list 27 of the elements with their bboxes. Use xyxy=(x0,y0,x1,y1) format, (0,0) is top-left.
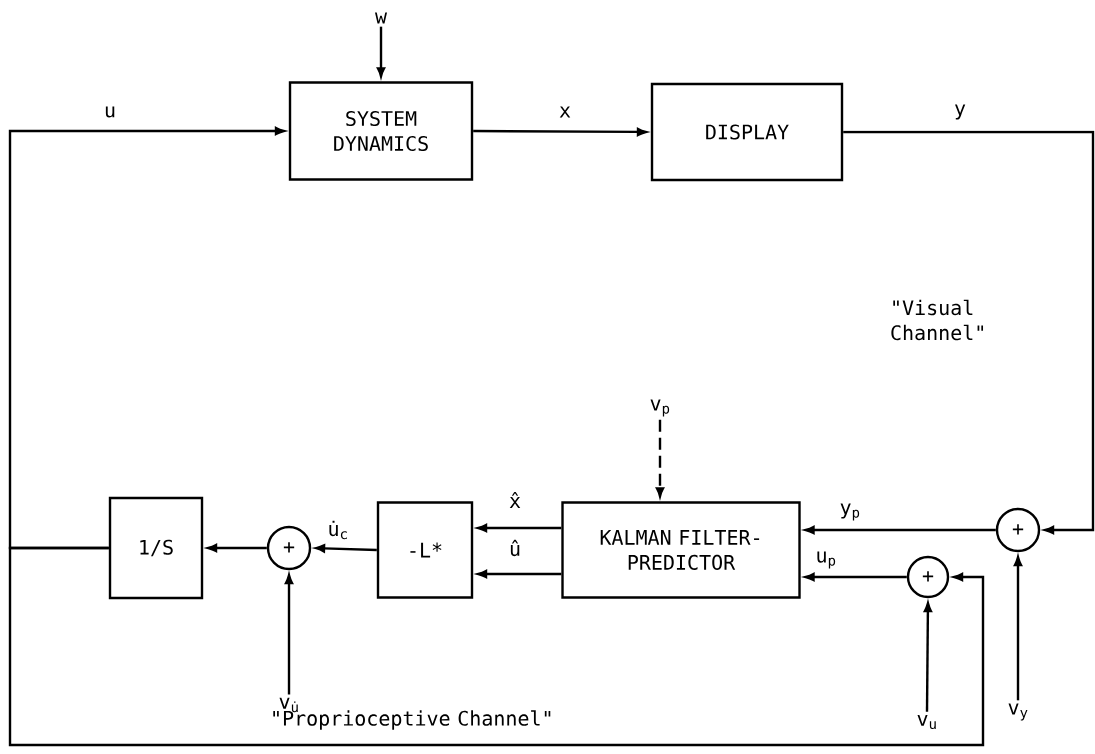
edge-label: x xyxy=(558,105,573,119)
input-signal: w xyxy=(375,12,388,24)
arrow xyxy=(804,572,907,582)
summing-junction: + xyxy=(266,525,312,571)
summing-junction: + xyxy=(906,555,950,599)
block-box: -L* xyxy=(376,501,474,599)
edge-label: x̂ xyxy=(508,491,523,509)
input-signal: v$_{p}$ xyxy=(650,399,670,417)
edge-label: y$_{p}$ xyxy=(838,502,862,522)
edge-label: û xyxy=(508,538,523,558)
edge-label: y xyxy=(953,103,968,121)
input-signal: v$_{y}$ xyxy=(1008,703,1028,721)
block-box: DISPLAY xyxy=(650,82,844,182)
edge-label: u$_{p}$ xyxy=(814,550,838,570)
input-signal: v$_{u}$ xyxy=(917,714,936,730)
arrow xyxy=(843,130,1095,535)
block-box: 1/S xyxy=(108,496,204,600)
arrow xyxy=(804,525,996,535)
arrow xyxy=(655,419,665,498)
channel-label: "Visual Channel" xyxy=(891,299,983,341)
summing-junction: + xyxy=(995,507,1041,553)
arrow xyxy=(8,546,985,747)
arrow xyxy=(376,26,386,78)
block-box: SYSTEM DYNAMICS xyxy=(288,81,474,181)
edge-label: u xyxy=(103,105,118,119)
edge-label: u̇$_{c}$ xyxy=(326,519,350,541)
block-box: KALMAN FILTER-PREDICTOR xyxy=(561,501,801,599)
